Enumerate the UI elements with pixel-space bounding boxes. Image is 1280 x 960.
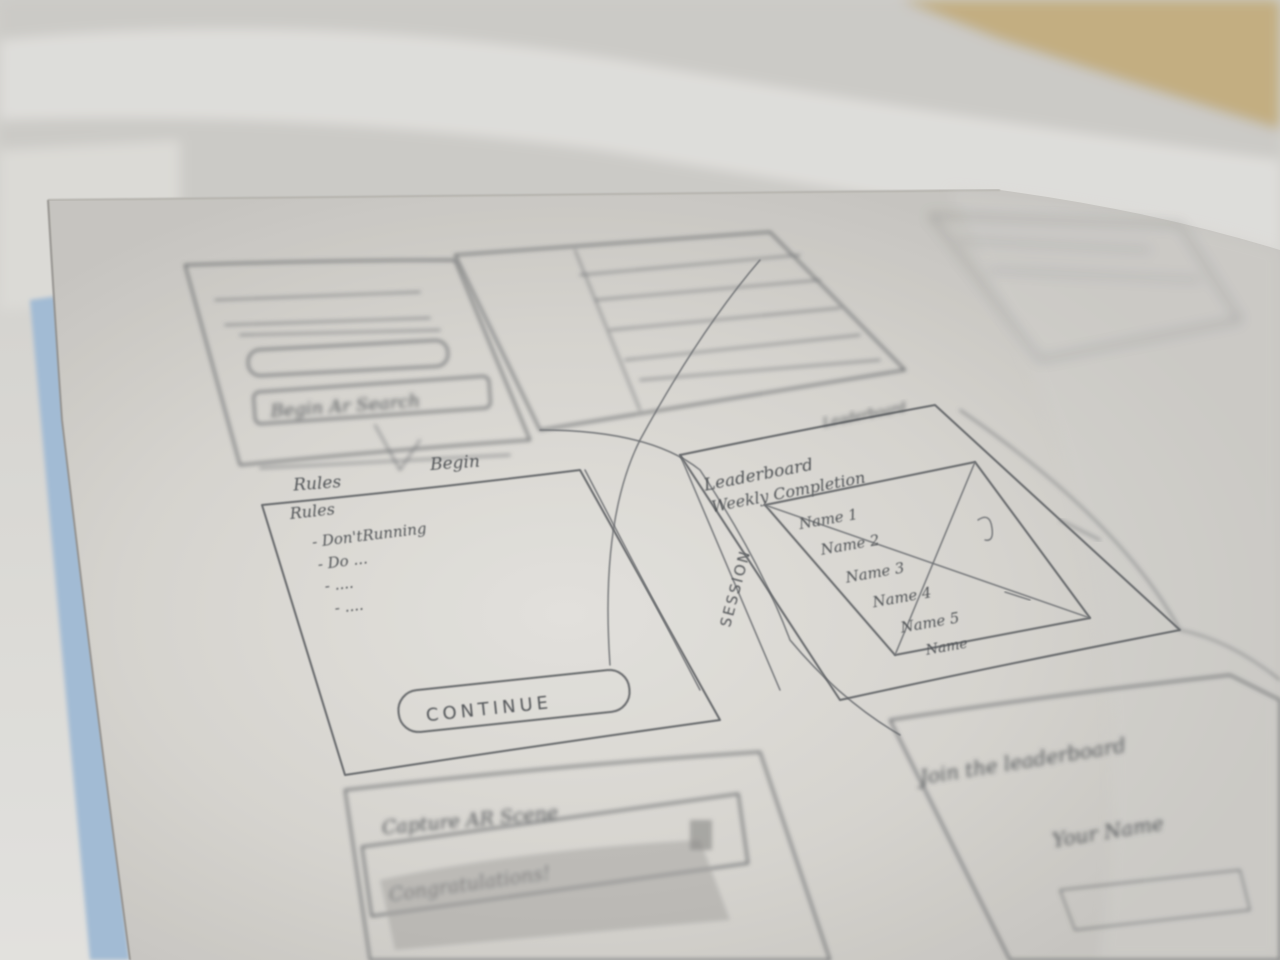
- main-paper-sheet: [48, 190, 1280, 960]
- screen-top-right: [929, 214, 1241, 361]
- blue-sheet-edge: [30, 296, 130, 960]
- screen-ar-view: [454, 231, 906, 431]
- rules-item: - ....: [324, 574, 355, 595]
- branch-rules-label: Rules: [292, 472, 343, 495]
- screen-home: Begin Ar Search: [184, 259, 531, 471]
- rules-item: - ....: [334, 596, 365, 617]
- rules-item: - Do ...: [317, 549, 369, 573]
- branch-begin-label: Begin: [428, 452, 480, 475]
- screen-rules: Rules - Don'tRunning - Do ... - .... - .…: [261, 469, 721, 776]
- flow-arrow: [539, 429, 901, 736]
- flow-arrow: [607, 259, 761, 666]
- rules-title: Rules: [288, 499, 336, 523]
- flow-arrow: [959, 409, 1280, 681]
- screen-capture: Capture AR Scene Congratulations!: [344, 751, 831, 960]
- leaderboard-row: Name: [924, 636, 969, 659]
